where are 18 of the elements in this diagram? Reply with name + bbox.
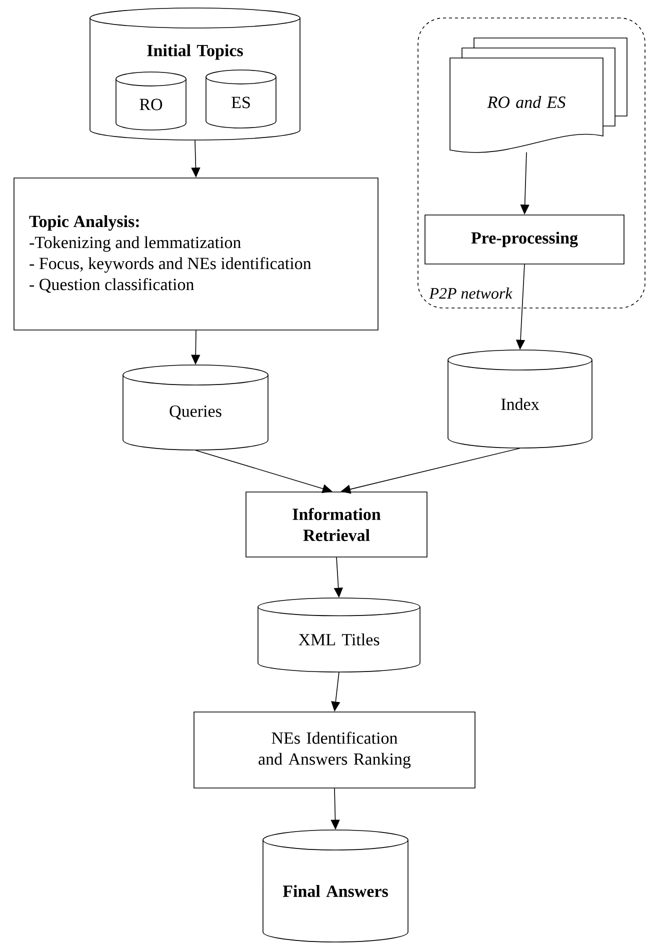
node-label: Index (501, 398, 540, 410)
database-cylinder: ES (206, 70, 276, 128)
database-cylinder: Final Answers (262, 830, 408, 942)
document-stack: RO and ES (450, 38, 628, 153)
database-cylinder: RO (116, 72, 186, 130)
node-label: Initial Topics (147, 44, 243, 60)
node-label: XML Titles (298, 633, 380, 646)
node-label: ES (232, 96, 250, 108)
process-box: Pre-processing (424, 214, 624, 264)
node-label: Final Answers (282, 885, 388, 897)
process-box: NEs Identification and Answers Ranking (194, 712, 476, 788)
node-label: RO (140, 98, 162, 110)
process-box: Topic Analysis: -Tokenizing and lemmatization - Focus, keywords and NEs identification - Question classification (14, 178, 378, 330)
node-label: Queries (170, 405, 222, 420)
database-cylinder: Queries (122, 364, 268, 450)
process-box: Information Retrieval (246, 492, 428, 558)
database-cylinder: XML Titles (258, 598, 420, 672)
database-cylinder: Index (448, 350, 592, 448)
